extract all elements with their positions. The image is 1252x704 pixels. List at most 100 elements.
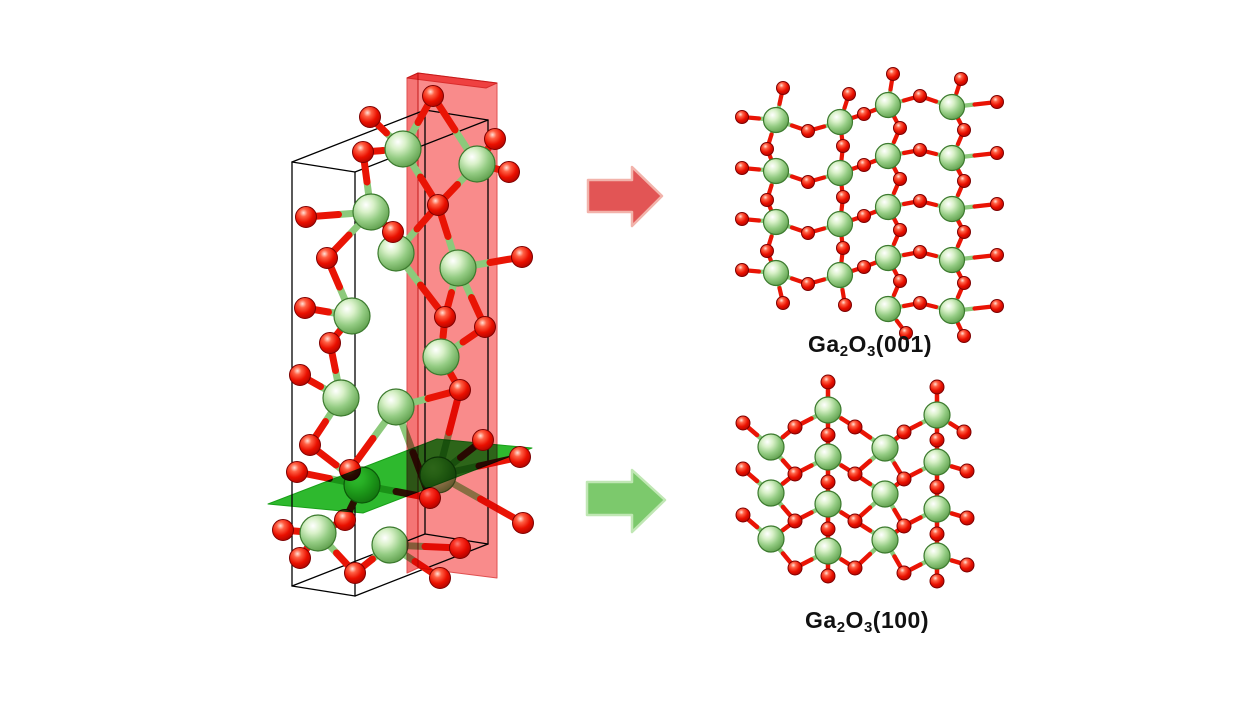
ga-atom (871, 526, 899, 554)
o-atom (913, 245, 927, 259)
o-atom (352, 141, 374, 163)
o-atom (289, 547, 311, 569)
o-atom (959, 557, 975, 573)
ga-atom (871, 434, 899, 462)
unit-cell-edge (291, 585, 356, 597)
o-atom (427, 194, 449, 216)
o-atom (334, 509, 356, 531)
o-atom (836, 241, 850, 255)
o-atom (857, 158, 871, 172)
ga-atom (826, 261, 854, 289)
ga-atom (923, 542, 951, 570)
ga-atom (923, 401, 951, 429)
ga-atom (871, 480, 899, 508)
o-atom (899, 326, 913, 340)
ga-atom (762, 259, 790, 287)
o-atom (893, 172, 907, 186)
ga-atom (757, 479, 785, 507)
o-atom (512, 512, 534, 534)
ga-atom (458, 145, 496, 183)
o-atom (289, 364, 311, 386)
o-atom (449, 379, 471, 401)
o-atom (990, 95, 1004, 109)
ga-atom (814, 490, 842, 518)
o-atom (929, 479, 945, 495)
ga-atom (923, 495, 951, 523)
ga-atom (874, 91, 902, 119)
o-atom (957, 225, 971, 239)
o-atom (735, 507, 751, 523)
ga-atom (938, 246, 966, 274)
o-atom (294, 297, 316, 319)
ga-atom (422, 338, 460, 376)
o-atom (929, 432, 945, 448)
o-atom (801, 226, 815, 240)
o-atom (847, 513, 863, 529)
ga-atom (938, 144, 966, 172)
o-atom (735, 212, 749, 226)
o-atom (896, 518, 912, 534)
o-atom (820, 474, 836, 490)
o-atom (422, 85, 444, 107)
surface-001-structure (735, 67, 1004, 343)
o-atom (787, 419, 803, 435)
ga-atom (826, 108, 854, 136)
o-atom (990, 299, 1004, 313)
unit-cell-front-layer (272, 85, 534, 589)
label-formula: Ga (805, 607, 837, 633)
ga-atom (762, 157, 790, 185)
o-atom (990, 248, 1004, 262)
o-atom (787, 466, 803, 482)
unit-cell-structure (267, 72, 534, 597)
cut-plane-green (267, 438, 533, 514)
ga-atom (814, 443, 842, 471)
o-atom (847, 419, 863, 435)
green-arrow (585, 468, 667, 534)
ga-atom (299, 514, 337, 552)
o-atom (319, 332, 341, 354)
o-atom (836, 139, 850, 153)
o-atom (820, 521, 836, 537)
o-atom (820, 568, 836, 584)
o-atom (929, 526, 945, 542)
unit-cell-edge (291, 109, 426, 163)
o-atom (896, 565, 912, 581)
ga-atom (923, 448, 951, 476)
surface-100-structure (735, 374, 975, 589)
ga-atom (762, 106, 790, 134)
ga-atom (874, 193, 902, 221)
o-atom (957, 276, 971, 290)
o-atom (957, 174, 971, 188)
o-atom (474, 316, 496, 338)
o-atom (787, 560, 803, 576)
ga-atom (938, 195, 966, 223)
o-atom (893, 223, 907, 237)
ga-atom (757, 525, 785, 553)
ga-atom (826, 159, 854, 187)
o-atom (820, 427, 836, 443)
red-arrow (586, 165, 664, 228)
o-atom (776, 81, 790, 95)
o-atom (847, 560, 863, 576)
o-atom (959, 463, 975, 479)
o-atom (286, 461, 308, 483)
ga-atom (874, 295, 902, 323)
label-miller-index: (001) (875, 331, 932, 357)
o-atom (299, 434, 321, 456)
o-atom (959, 510, 975, 526)
ga-atom (814, 396, 842, 424)
o-atom (847, 466, 863, 482)
o-atom (735, 110, 749, 124)
ga-atom (377, 388, 415, 426)
o-atom (316, 247, 338, 269)
o-atom (760, 142, 774, 156)
ga-atom (814, 537, 842, 565)
o-atom (295, 206, 317, 228)
surface-100-front-layer (735, 374, 975, 589)
o-atom (344, 562, 366, 584)
o-atom (896, 471, 912, 487)
o-atom (359, 106, 381, 128)
o-atom (857, 260, 871, 274)
o-atom (956, 424, 972, 440)
